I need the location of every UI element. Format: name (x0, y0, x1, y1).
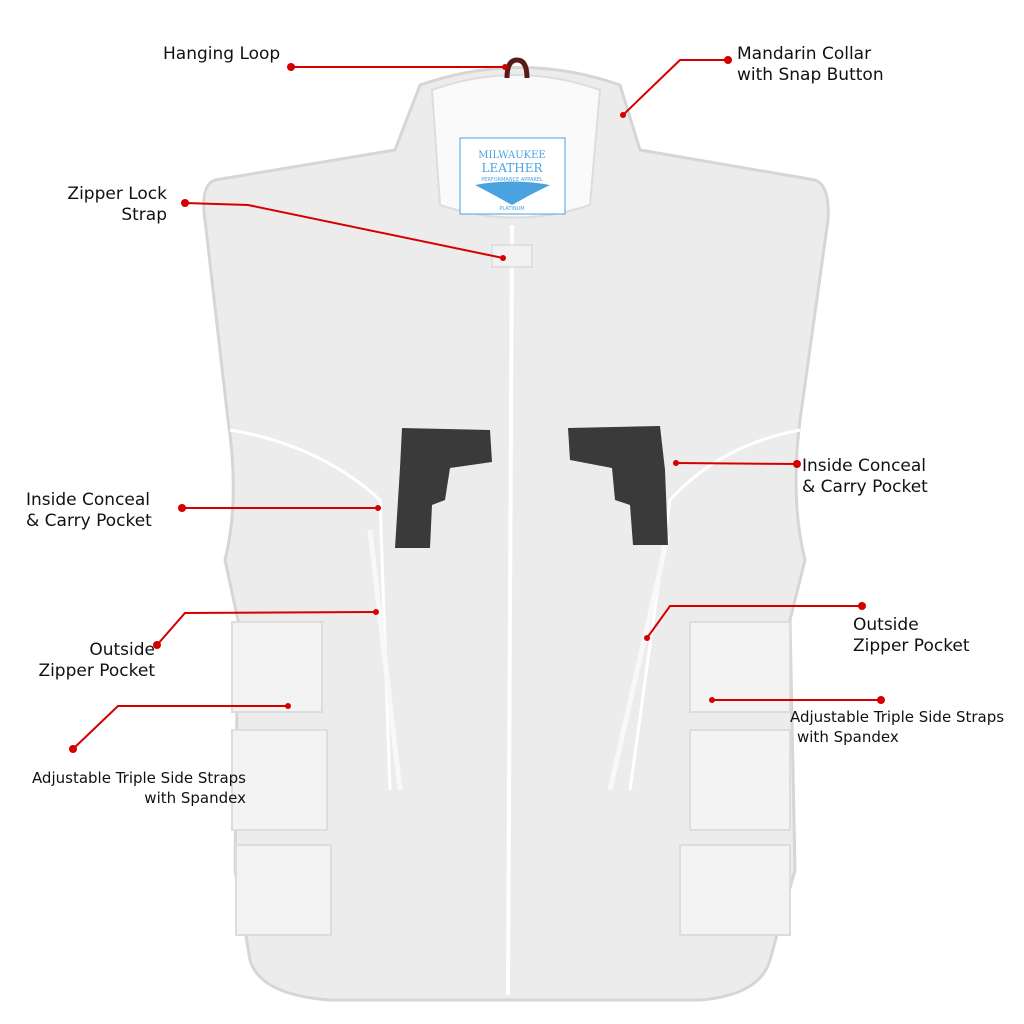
eagle-icon (475, 181, 550, 205)
leader-lines (72, 59, 881, 750)
callout-text: Adjustable Triple Side Straps (790, 708, 1005, 726)
callout-side-straps-left: Adjustable Triple Side Straps with Spande… (32, 768, 246, 808)
callout-text: Hanging Loop (163, 44, 281, 64)
callout-text: Inside Conceal (26, 490, 151, 510)
callout-text: & Carry Pocket (26, 511, 152, 531)
pistol-icon (395, 428, 492, 548)
callout-text: & Carry Pocket (802, 477, 928, 497)
callout-text: Mandarin Collar (737, 44, 872, 64)
callout-text: Zipper Pocket (38, 661, 155, 681)
callout-text: with Snap Button (737, 65, 884, 85)
callout-side-straps-right: Adjustable Triple Side Straps with Spande… (790, 707, 1004, 747)
callout-text: Adjustable Triple Side Straps (31, 769, 246, 787)
pocket-zippers (367, 529, 671, 791)
logo-text: MILWAUKEE (478, 150, 545, 161)
leader-dots (69, 56, 885, 753)
callout-text: Zipper Pocket (853, 636, 970, 656)
hanging-loop (504, 57, 530, 79)
callout-text: Inside Conceal (802, 456, 927, 476)
callout-text: with Spandex (797, 728, 899, 746)
callout-text: with Spandex (144, 789, 246, 807)
panel-seams (229, 428, 801, 791)
center-zipper (506, 224, 514, 996)
callout-text: Outside (89, 640, 155, 660)
callout-inside-pocket-left: Inside Conceal& Carry Pocket (26, 490, 152, 532)
pistol-icon (568, 426, 668, 545)
callout-hanging-loop: Hanging Loop (163, 44, 280, 65)
side-straps (231, 621, 791, 936)
callout-text: Zipper Lock (67, 184, 167, 204)
logo-text: LEATHER (481, 161, 543, 175)
vest-body (202, 66, 830, 1002)
logo-text: PLATINUM (499, 206, 524, 212)
callout-inside-pocket-right: Inside Conceal& Carry Pocket (802, 456, 928, 498)
callout-text: Strap (121, 205, 167, 225)
logo-text: PERFORMANCE APPAREL (481, 177, 543, 183)
callout-text: Outside (853, 615, 919, 635)
